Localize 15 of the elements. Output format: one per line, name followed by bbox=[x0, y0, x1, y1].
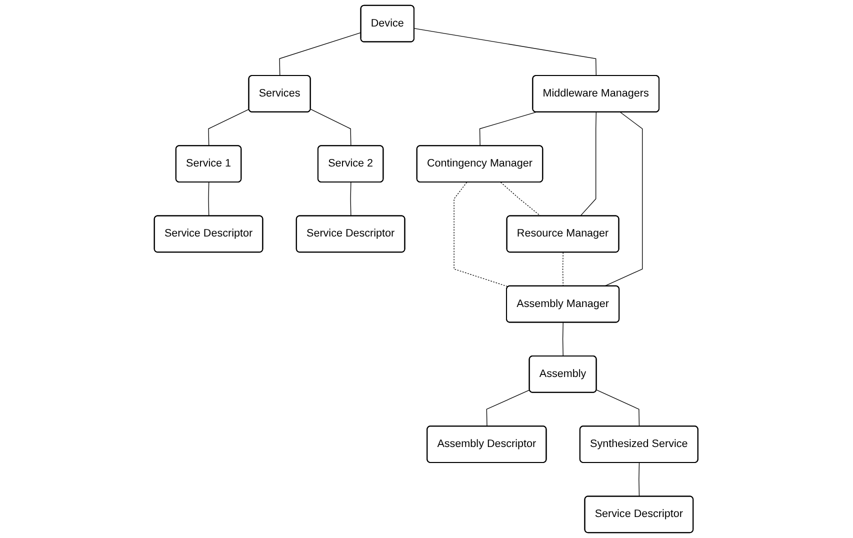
connector bbox=[480, 112, 537, 146]
connector bbox=[310, 108, 352, 146]
connector bbox=[414, 28, 597, 76]
connector bbox=[580, 112, 597, 216]
connector bbox=[208, 182, 210, 216]
connector bbox=[280, 32, 362, 76]
connector bbox=[500, 182, 542, 216]
connector bbox=[638, 462, 640, 497]
connector bbox=[562, 322, 564, 357]
connector bbox=[208, 108, 250, 146]
connector bbox=[454, 182, 510, 288]
connector bbox=[596, 390, 640, 427]
connector bbox=[562, 252, 564, 287]
connector bbox=[486, 390, 530, 427]
connector bbox=[350, 182, 352, 216]
